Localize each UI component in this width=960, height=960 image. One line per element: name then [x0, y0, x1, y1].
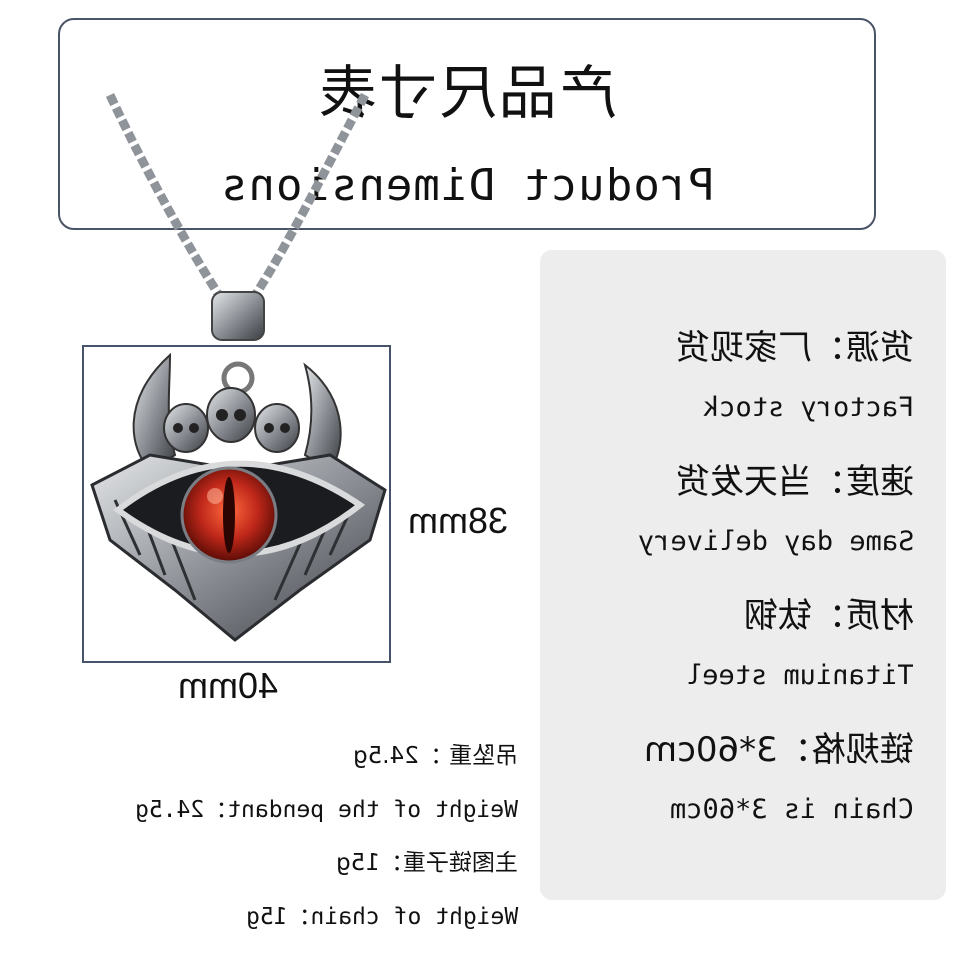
title-box: 产品尺寸表 Product Dimensions [58, 18, 876, 230]
spec-material-cn: 材质：钛钢 [744, 588, 914, 637]
chain [105, 92, 369, 303]
spec-chain-cn: 链规格：3*60cm [644, 722, 914, 771]
weight-chain-en: Weight of chain：15g [246, 897, 518, 931]
spec-material-en: Titanium steel [686, 660, 914, 691]
weight-chain-en-text: Weight of chain：15g [245, 904, 518, 930]
spec-speed-en: Same day delivery [638, 526, 914, 557]
weight-pendant-en-text: Weight of the pendant：24.5g [134, 797, 518, 823]
spec-speed-cn: 速度：当天发货 [676, 454, 914, 503]
spec-source-en-text: Factory stock [702, 392, 914, 423]
width-value: 40mm [178, 665, 279, 706]
height-label: 38mm [408, 500, 508, 542]
spec-material-cn-text: 材质：钛钢 [744, 596, 914, 636]
weight-pendant-cn-text: 吊坠重 ：24.5g [352, 743, 518, 769]
spec-speed-en-text: Same day delivery [637, 526, 914, 557]
spec-source-en: Factory stock [703, 392, 914, 423]
weight-chain-cn: 主图链子重：15g [336, 843, 518, 877]
spec-chain-en-text: Chain is 3*60cm [670, 794, 914, 825]
weight-pendant-en: Weight of the pendant：24.5g [135, 790, 518, 824]
weight-chain-cn-text: 主图链子重：15g [336, 850, 518, 876]
weight-pendant-cn: 吊坠重 ：24.5g [353, 736, 518, 770]
spec-source-cn-text: 货源：厂家现货 [676, 328, 914, 368]
spec-chain-cn-text: 链规格：3*60cm [644, 730, 914, 770]
spec-source-cn: 货源：厂家现货 [676, 320, 914, 369]
spec-material-en-text: Titanium steel [686, 660, 914, 691]
width-label: 40mm [178, 665, 278, 707]
spec-chain-en: Chain is 3*60cm [670, 794, 914, 825]
height-value: 38mm [408, 500, 509, 541]
spec-panel: 货源：厂家现货 Factory stock 速度：当天发货 Same day d… [540, 250, 946, 900]
spec-speed-cn-text: 速度：当天发货 [676, 462, 914, 502]
dimension-frame [82, 345, 391, 663]
